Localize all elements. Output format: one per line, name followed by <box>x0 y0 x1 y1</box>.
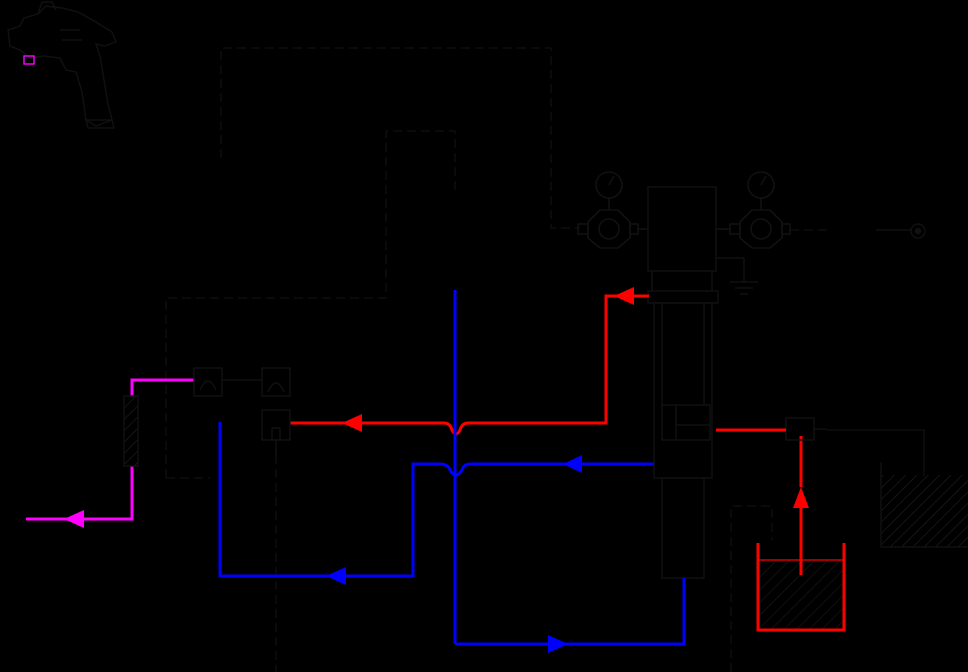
inlet-valve-icon <box>785 417 826 441</box>
valve-icon <box>193 367 223 397</box>
pump-lower-tube <box>661 477 705 579</box>
pump-piston <box>661 404 711 441</box>
arrow-up-icon <box>793 487 809 508</box>
arrow-left-icon <box>326 567 346 585</box>
arrow-left-icon <box>342 414 362 432</box>
valve-icon <box>261 409 291 441</box>
return-line-bottom <box>455 578 686 646</box>
ground-icon <box>716 257 758 295</box>
supply-line-pump-outlet <box>290 294 649 436</box>
filter-icon <box>123 395 139 467</box>
red-tank-outline <box>756 543 846 632</box>
air-regulator-icon <box>739 209 783 249</box>
arrow-left-icon <box>614 287 634 305</box>
dashed-line-inner-loop <box>165 130 456 478</box>
valve-icon <box>577 223 589 235</box>
fluid-tank-icon <box>826 429 968 548</box>
dashed-air-lines <box>165 47 830 672</box>
arrow-left-icon <box>563 455 582 473</box>
valve-icon <box>729 223 741 235</box>
return-lines <box>218 290 686 646</box>
spray-gun-icon <box>7 1 117 129</box>
air-regulator-icon <box>587 209 631 249</box>
left-valves <box>193 367 291 455</box>
air-regulator-right <box>716 171 791 249</box>
red-feed-tank <box>756 436 846 632</box>
air-regulator-left <box>577 171 648 249</box>
valve-icon <box>261 367 291 397</box>
pump-flange <box>647 290 719 304</box>
pump-cylinder-icon <box>647 186 719 579</box>
return-line-pump <box>218 422 654 578</box>
air-inlet <box>876 223 926 239</box>
pump-air-motor <box>647 186 717 272</box>
output-line <box>26 378 194 521</box>
dashed-line-pump-bottom <box>730 505 773 672</box>
arrow-left-icon <box>64 510 84 528</box>
supply-lines <box>290 294 786 436</box>
dashed-line-top-loop <box>220 47 580 229</box>
arrow-right-icon <box>548 635 568 653</box>
